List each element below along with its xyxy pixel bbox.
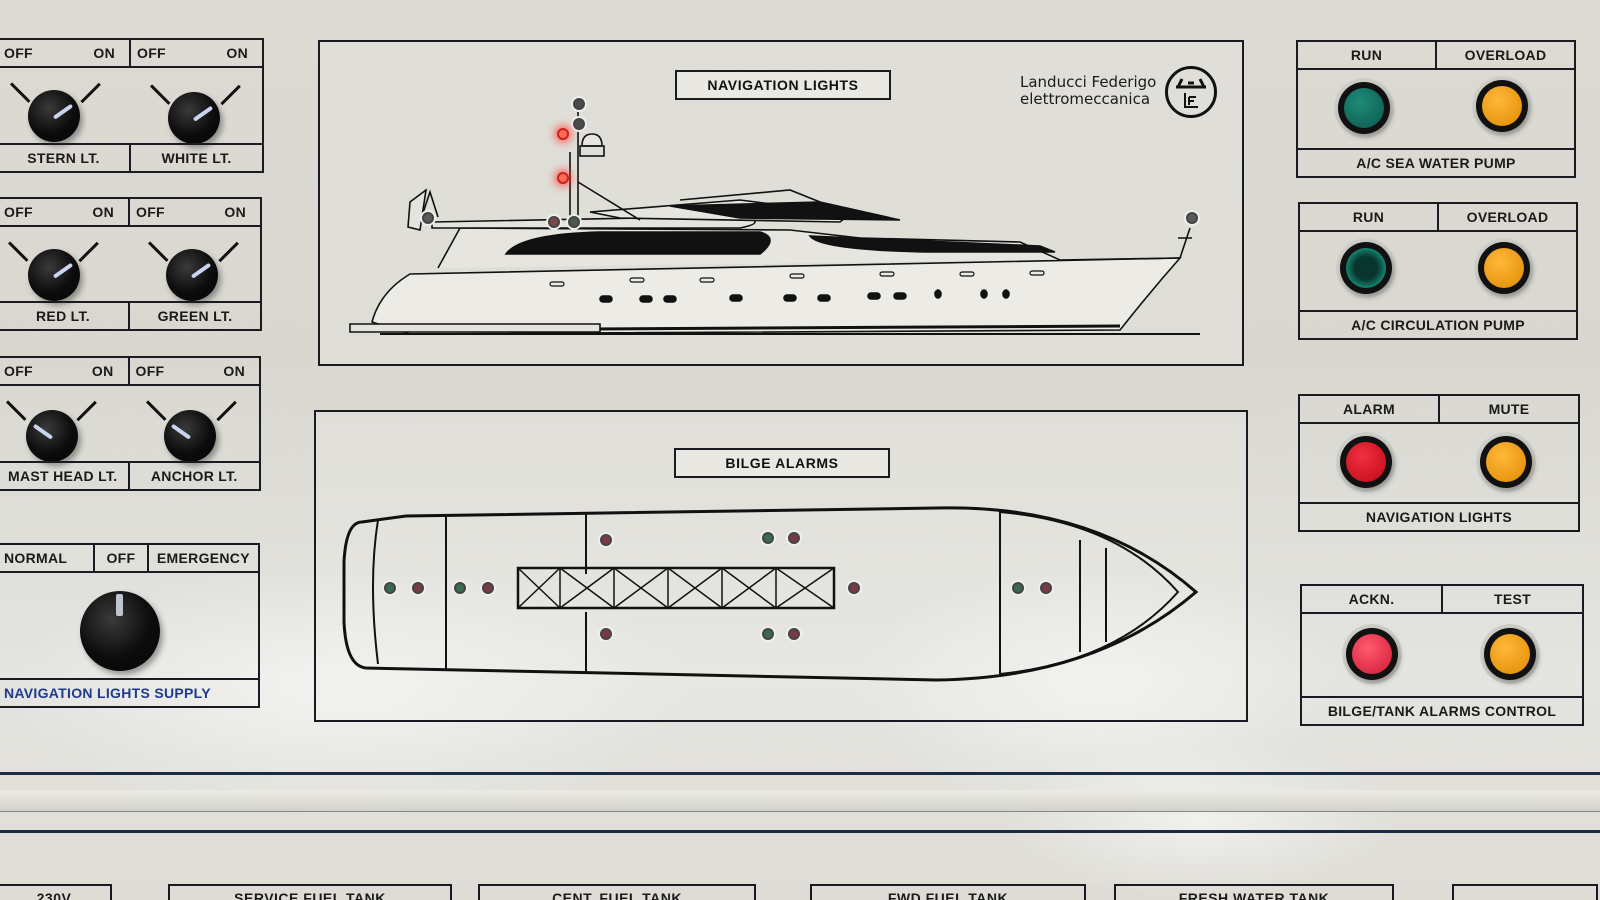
nav-lights-supply-group: NORMAL OFF EMERGENCY NAVIGATION LIGHTS S… bbox=[0, 543, 260, 708]
ackn-label: ACKN. bbox=[1348, 591, 1395, 607]
tank-label-service-fuel: SERVICE FUEL TANK bbox=[168, 884, 452, 900]
bilge-alarms-panel: BILGE ALARMS bbox=[314, 410, 1248, 722]
bilge-sensor-red bbox=[600, 534, 612, 546]
white-light-label: WHITE LT. bbox=[129, 145, 262, 171]
stern-light-label: STERN LT. bbox=[27, 150, 100, 166]
panel-divider-lower bbox=[0, 830, 1600, 833]
green-light-label: GREEN LT. bbox=[128, 303, 260, 329]
on-label: ON bbox=[91, 363, 114, 379]
mast-top-light-indicator bbox=[573, 98, 585, 110]
stern-light-indicator bbox=[422, 212, 434, 224]
supply-label: NAVIGATION LIGHTS SUPPLY bbox=[4, 685, 211, 701]
switch-group-stern-white: OFF ON OFF ON STERN LT. WHITE LT. bbox=[0, 38, 264, 173]
nav-lights-alarm-lamp[interactable] bbox=[1340, 436, 1392, 488]
off-label: OFF bbox=[4, 45, 33, 61]
switch-group-red-green: OFF ON OFF ON RED LT. GREEN LT. bbox=[0, 197, 262, 331]
mast-second-light-indicator bbox=[573, 118, 585, 130]
anchor-light-label: ANCHOR LT. bbox=[127, 463, 260, 489]
off-label: OFF bbox=[136, 204, 165, 220]
navigation-lights-title: NAVIGATION LIGHTS bbox=[675, 70, 891, 100]
ac-sea-water-pump-group: RUN OVERLOAD A/C SEA WATER PUMP bbox=[1296, 40, 1576, 178]
off-label: OFF bbox=[4, 363, 33, 379]
off-label: OFF bbox=[137, 45, 166, 61]
on-label: ON bbox=[223, 363, 245, 379]
white-light-switch[interactable] bbox=[168, 92, 220, 144]
bilge-tank-alarms-control-label: BILGE/TANK ALARMS CONTROL bbox=[1327, 703, 1557, 719]
anchor-light-indicator bbox=[1186, 212, 1198, 224]
bilge-sensor-red bbox=[788, 532, 800, 544]
bilge-sensor-red bbox=[600, 628, 612, 640]
sea-water-pump-overload-lamp[interactable] bbox=[1476, 80, 1528, 132]
bilge-tank-alarms-control-group: ACKN. TEST BILGE/TANK ALARMS CONTROL bbox=[1300, 584, 1584, 726]
maker-name: Landucci Federigo elettromeccanica bbox=[1020, 73, 1157, 108]
bilge-sensor-green bbox=[384, 582, 396, 594]
maker-logo-icon bbox=[1165, 66, 1217, 118]
on-label: ON bbox=[226, 45, 248, 61]
mast-head-light-label: MAST HEAD LT. bbox=[8, 468, 118, 484]
off-label: OFF bbox=[135, 363, 165, 379]
bilge-sensor-green bbox=[454, 582, 466, 594]
panel-divider-upper bbox=[0, 772, 1600, 775]
off-label: OFF bbox=[4, 204, 33, 220]
tank-label-cent-fuel: CENT. FUEL TANK bbox=[478, 884, 756, 900]
tank-label-blank bbox=[1452, 884, 1598, 900]
mast-upper-red-light-indicator bbox=[557, 128, 569, 140]
run-label: RUN bbox=[1350, 47, 1383, 63]
bilge-sensor-red bbox=[1040, 582, 1052, 594]
bilge-sensor-red bbox=[848, 582, 860, 594]
bilge-sensor-green bbox=[762, 628, 774, 640]
supply-emergency-label: EMERGENCY bbox=[146, 545, 258, 571]
acknowledge-button[interactable] bbox=[1346, 628, 1398, 680]
circulation-pump-run-lamp[interactable] bbox=[1340, 242, 1392, 294]
yacht-profile-diagram bbox=[349, 112, 1200, 335]
supply-off-label: OFF bbox=[93, 545, 147, 571]
bilge-sensor-green bbox=[1012, 582, 1024, 594]
red-light-label: RED LT. bbox=[36, 308, 90, 324]
supply-selector-knob[interactable] bbox=[80, 591, 160, 671]
bilge-sensor-green bbox=[762, 532, 774, 544]
bilge-sensor-red bbox=[482, 582, 494, 594]
ac-circulation-pump-group: RUN OVERLOAD A/C CIRCULATION PUMP bbox=[1298, 202, 1578, 340]
tank-label-230v: 230V bbox=[0, 884, 112, 900]
overload-label: OVERLOAD bbox=[1437, 204, 1576, 230]
anchor-light-switch[interactable] bbox=[164, 410, 216, 462]
bilge-alarms-title: BILGE ALARMS bbox=[674, 448, 890, 478]
test-label: TEST bbox=[1441, 586, 1582, 612]
tank-label-fwd-fuel: FWD FUEL TANK bbox=[810, 884, 1086, 900]
navigation-lights-label: NAVIGATION LIGHTS bbox=[1365, 509, 1513, 525]
navigation-lights-panel: NAVIGATION LIGHTS Landucci Federigo elet… bbox=[318, 40, 1244, 366]
nav-lights-mute-button[interactable] bbox=[1480, 436, 1532, 488]
side-red-light-indicator bbox=[548, 216, 560, 228]
mute-label: MUTE bbox=[1438, 396, 1578, 422]
hull-plan-diagram bbox=[342, 506, 1199, 682]
test-button[interactable] bbox=[1484, 628, 1536, 680]
mast-lower-red-light-indicator bbox=[557, 172, 569, 184]
green-light-switch[interactable] bbox=[166, 249, 218, 301]
panel-edge-rail bbox=[0, 790, 1600, 812]
side-green-light-indicator bbox=[568, 216, 580, 228]
on-label: ON bbox=[224, 204, 246, 220]
tank-label-fresh-water: FRESH WATER TANK bbox=[1114, 884, 1394, 900]
supply-normal-label: NORMAL bbox=[4, 550, 68, 566]
circulation-pump-overload-lamp[interactable] bbox=[1478, 242, 1530, 294]
ac-sea-water-pump-label: A/C SEA WATER PUMP bbox=[1356, 155, 1516, 171]
stern-light-switch[interactable] bbox=[28, 90, 80, 142]
overload-label: OVERLOAD bbox=[1435, 42, 1574, 68]
navigation-lights-alarm-group: ALARM MUTE NAVIGATION LIGHTS bbox=[1298, 394, 1580, 532]
alarm-label: ALARM bbox=[1342, 401, 1396, 417]
red-light-switch[interactable] bbox=[28, 249, 80, 301]
mast-head-light-switch[interactable] bbox=[26, 410, 78, 462]
switch-group-masthead-anchor: OFF ON OFF ON MAST HEAD LT. ANCHOR LT. bbox=[0, 356, 261, 491]
bilge-sensor-red bbox=[788, 628, 800, 640]
sea-water-pump-run-lamp[interactable] bbox=[1338, 82, 1390, 134]
on-label: ON bbox=[93, 45, 115, 61]
on-label: ON bbox=[92, 204, 114, 220]
bilge-sensor-red bbox=[412, 582, 424, 594]
run-label: RUN bbox=[1352, 209, 1385, 225]
ac-circulation-pump-label: A/C CIRCULATION PUMP bbox=[1351, 317, 1525, 333]
